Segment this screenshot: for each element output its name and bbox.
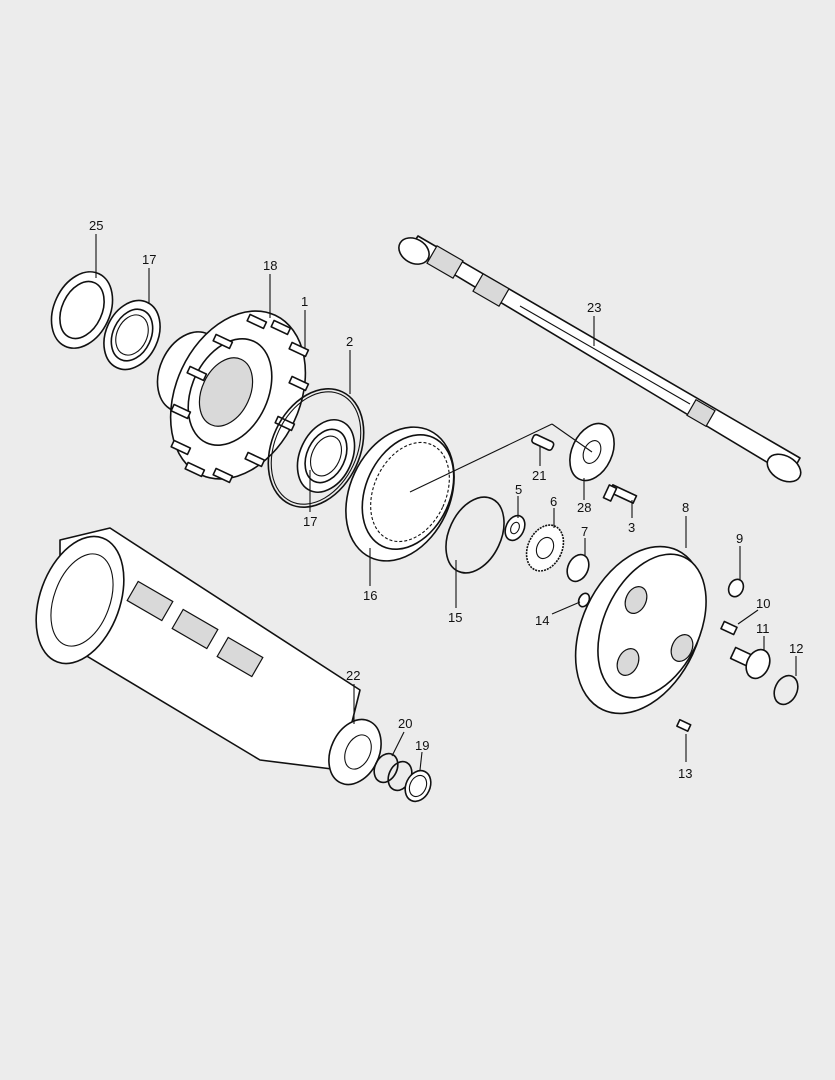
wheel-hub-part-18 [156,310,310,484]
callout-2: 2 [346,334,353,349]
callout-13: 13 [678,766,692,781]
bolt-part-3 [602,484,638,504]
callout-5: 5 [515,482,522,497]
o-ring-part-2 [267,388,365,508]
callout-9: 9 [736,531,743,546]
screw-part-10 [720,620,738,636]
callout-23: 23 [587,300,601,315]
o-ring-part-12 [773,674,799,706]
planet-gear-part-6 [525,524,565,572]
axle-housing-part-22 [35,527,382,786]
callout-16: 16 [363,588,377,603]
washer-part-5 [504,514,526,542]
callout-8: 8 [682,500,689,515]
ring-part-20 [404,769,432,803]
callout-7: 7 [581,524,588,539]
bearing-part-17-lower [296,419,356,493]
callout-18: 18 [263,258,277,273]
bearing-part-17-upper [103,299,161,371]
screw-part-13 [676,718,692,732]
axle-shaft-part-23 [398,235,802,483]
needle-bearing-part-7 [566,553,590,583]
shaft-cap-part-11 [729,646,771,680]
callout-21: 20 [398,716,412,731]
callout-10: 10 [756,596,770,611]
ring-gear-part-16 [345,426,455,562]
callout-28: 28 [577,500,591,515]
callout-14: 14 [535,613,549,628]
hub-studs [170,313,310,484]
callout-19: 25 [89,218,103,233]
callout-6: 6 [550,494,557,509]
callout-25: 21 [532,468,546,483]
callout-3: 3 [628,520,635,535]
leader-lines [95,234,797,771]
callout-11: 11 [756,621,770,636]
callout-12: 12 [789,641,803,656]
snap-ring-part-15 [445,496,505,574]
callout-22: 22 [346,668,360,683]
callout-20: 19 [415,738,429,753]
callout-15: 15 [448,610,462,625]
pin-part-25 [531,433,555,451]
callout-17-lower: 17 [303,514,317,529]
planet-carrier-part-8 [574,545,707,715]
seal-ring-part-19 [50,271,114,349]
plug-part-9 [727,578,745,598]
callout-1: 1 [301,294,308,309]
callout-17-upper: 17 [142,252,156,267]
callout-labels: 25 17 18 1 2 17 16 15 21 28 3 5 6 7 14 8… [89,218,803,781]
